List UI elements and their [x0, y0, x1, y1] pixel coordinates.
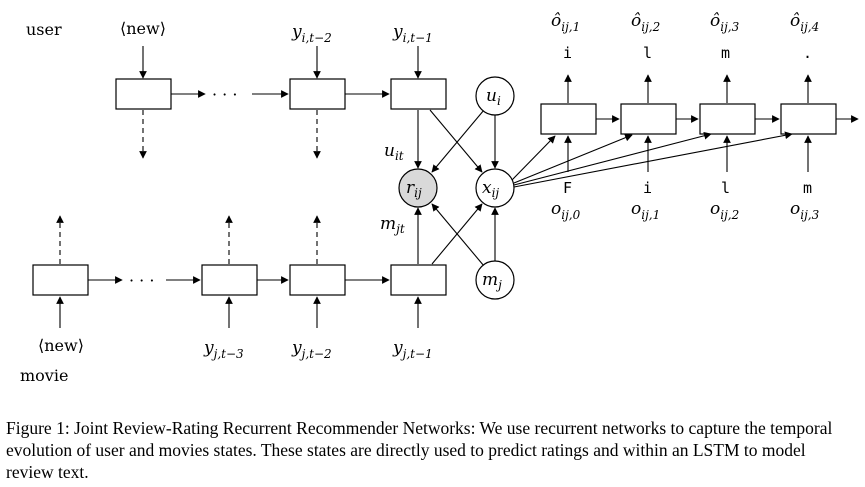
lstm-input-label: oij,0	[551, 199, 581, 222]
movie-state-edge-label: mjt	[380, 214, 405, 236]
review-state-to-lstm	[513, 131, 793, 188]
lstm-output-label: ôij,2	[631, 11, 660, 34]
movie-ellipsis: · · ·	[129, 271, 154, 290]
user-rnn-cell	[390, 78, 447, 110]
user-input-label: yi,t−1	[392, 22, 433, 45]
user-rnn-cell	[289, 78, 346, 110]
movie-static-label: mj	[482, 270, 502, 292]
edge-ui-to-rating	[431, 109, 485, 173]
lstm-output-label: ôij,3	[710, 11, 740, 34]
rating-core: ui mj rij xij uit mjt	[380, 76, 515, 300]
lstm-input-char: l	[721, 179, 730, 197]
user-static-label: ui	[486, 86, 501, 108]
movie-input-label: yj,t−1	[392, 338, 433, 361]
review-state-to-lstm	[513, 134, 633, 184]
lstm-output-char: .	[803, 44, 812, 62]
review-state-to-lstm	[511, 135, 556, 181]
movie-input-label: yj,t−2	[291, 338, 332, 361]
user-input-label: yi,t−2	[291, 22, 332, 45]
rating-label: rij	[406, 178, 422, 200]
review-lstm: ôij,1 ôij,2 ôij,3 ôij,4 i l m . F i l m	[511, 11, 859, 222]
user-state-edge-label: uit	[384, 141, 404, 163]
review-state-to-lstm	[513, 132, 712, 186]
rating-node	[398, 168, 438, 208]
lstm-input-char: i	[643, 179, 652, 197]
edge-mj-to-rating	[431, 203, 485, 267]
review-state-node	[475, 168, 515, 208]
lstm-cell	[620, 103, 677, 135]
review-state-label: xij	[482, 178, 499, 200]
user-ellipsis: · · ·	[212, 85, 237, 104]
movie-chain: · · · ⟨new⟩ yj,t−3 yj,t−2 yj,t−1	[32, 215, 447, 361]
movie-start-token: ⟨new⟩	[38, 336, 84, 355]
user-chain: ⟨new⟩ yi,t−2 yi,t−1 · · ·	[115, 19, 447, 159]
user-row-label: user	[26, 20, 62, 39]
movie-rnn-cell	[289, 264, 346, 296]
lstm-input-char: m	[803, 179, 812, 197]
figure-caption: Figure 1: Joint Review-Rating Recurrent …	[6, 418, 833, 482]
lstm-input-label: oij,3	[790, 199, 820, 222]
movie-rnn-cell	[32, 264, 89, 296]
lstm-output-label: ôij,1	[551, 11, 580, 34]
movie-rnn-cell	[201, 264, 258, 296]
user-start-token: ⟨new⟩	[120, 19, 166, 38]
diagram: user movie ⟨new⟩ yi,t−2 yi,t−1 · · · · ·…	[20, 11, 859, 385]
movie-rnn-cell	[390, 264, 447, 296]
lstm-output-char: l	[643, 44, 652, 62]
lstm-cell	[699, 103, 756, 135]
lstm-input-label: oij,1	[631, 199, 660, 222]
movie-row-label: movie	[20, 366, 68, 385]
edge-user-to-review	[429, 109, 483, 173]
user-static-node	[475, 76, 515, 116]
movie-static-node	[475, 260, 515, 300]
lstm-output-char: m	[721, 44, 730, 62]
lstm-input-label: oij,2	[710, 199, 739, 222]
lstm-input-char: F	[563, 179, 572, 197]
lstm-cell	[540, 103, 597, 135]
lstm-output-char: i	[563, 44, 572, 62]
movie-input-label: yj,t−3	[203, 338, 244, 361]
lstm-output-label: ôij,4	[790, 11, 819, 34]
user-rnn-cell	[115, 78, 172, 110]
lstm-cell	[780, 103, 837, 135]
